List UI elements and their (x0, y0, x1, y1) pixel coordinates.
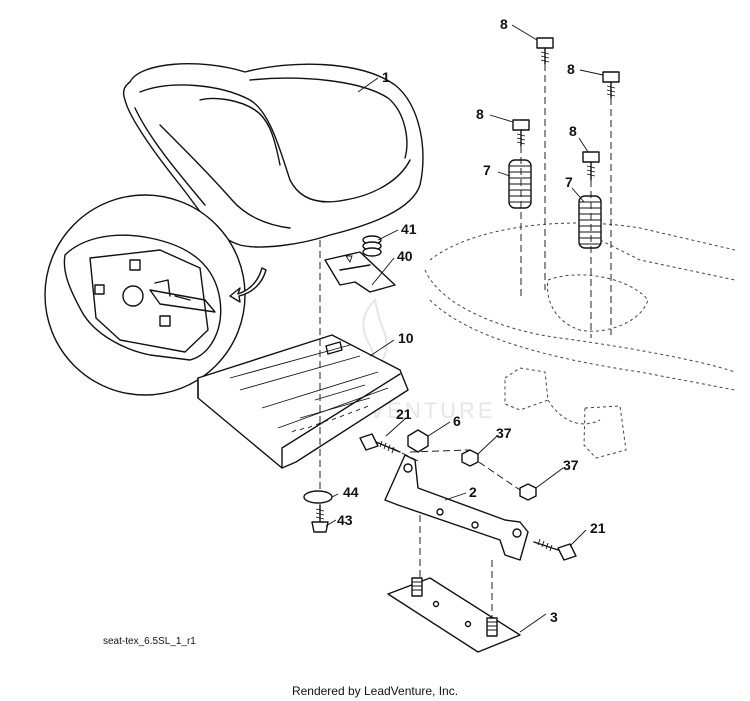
callout-1: 1 (382, 69, 390, 85)
callout-37-b: 37 (563, 457, 579, 473)
callout-21-left: 21 (396, 406, 412, 422)
callout-43: 43 (337, 512, 353, 528)
spring-7-right (578, 195, 602, 249)
slot-row (291, 405, 369, 433)
callouts: 1 2 3 6 7 7 8 8 8 8 10 21 21 37 37 40 41… (337, 16, 606, 625)
bolt-8-c (512, 119, 530, 147)
callout-21-right: 21 (590, 520, 606, 536)
diagram-code: seat-tex_6.5SL_1_r1 (103, 636, 196, 647)
callout-7-left: 7 (483, 162, 491, 178)
nut-6 (407, 429, 429, 453)
bolt-8-b (602, 71, 620, 99)
leader-lines (325, 24, 604, 633)
callout-7-right: 7 (565, 174, 573, 190)
base-plate (387, 577, 521, 653)
callout-44: 44 (343, 484, 359, 500)
callout-3: 3 (550, 609, 558, 625)
washer-44 (303, 490, 333, 504)
seat-pan (197, 334, 409, 469)
frame-outline (424, 222, 736, 459)
spring-41 (362, 235, 382, 257)
detail-magnifier (44, 194, 246, 396)
callout-8-c: 8 (476, 106, 484, 122)
callout-2: 2 (469, 484, 477, 500)
pivot-arrow (229, 267, 267, 303)
slide-bracket (324, 251, 396, 293)
callout-6: 6 (453, 413, 461, 429)
bolt-8-a (536, 37, 554, 65)
callout-8-a: 8 (500, 16, 508, 32)
bolt-21-right (533, 538, 577, 561)
rendered-by-footer: Rendered by LeadVenture, Inc. (291, 684, 459, 698)
callout-37-a: 37 (496, 425, 512, 441)
callout-40: 40 (397, 248, 413, 264)
nut-37-b (519, 483, 537, 501)
callout-8-b: 8 (567, 61, 575, 77)
seat-cushion (122, 63, 424, 248)
assembly-centerlines (319, 64, 612, 620)
bolt-21-left (359, 433, 401, 454)
nut-37-a (461, 449, 479, 467)
bolt-43 (311, 504, 329, 533)
spring-7-left (508, 159, 532, 209)
callout-10: 10 (398, 330, 414, 346)
bolt-8-d (582, 151, 600, 181)
callout-41: 41 (401, 221, 417, 237)
mounting-bracket (384, 454, 529, 561)
callout-8-d: 8 (569, 123, 577, 139)
